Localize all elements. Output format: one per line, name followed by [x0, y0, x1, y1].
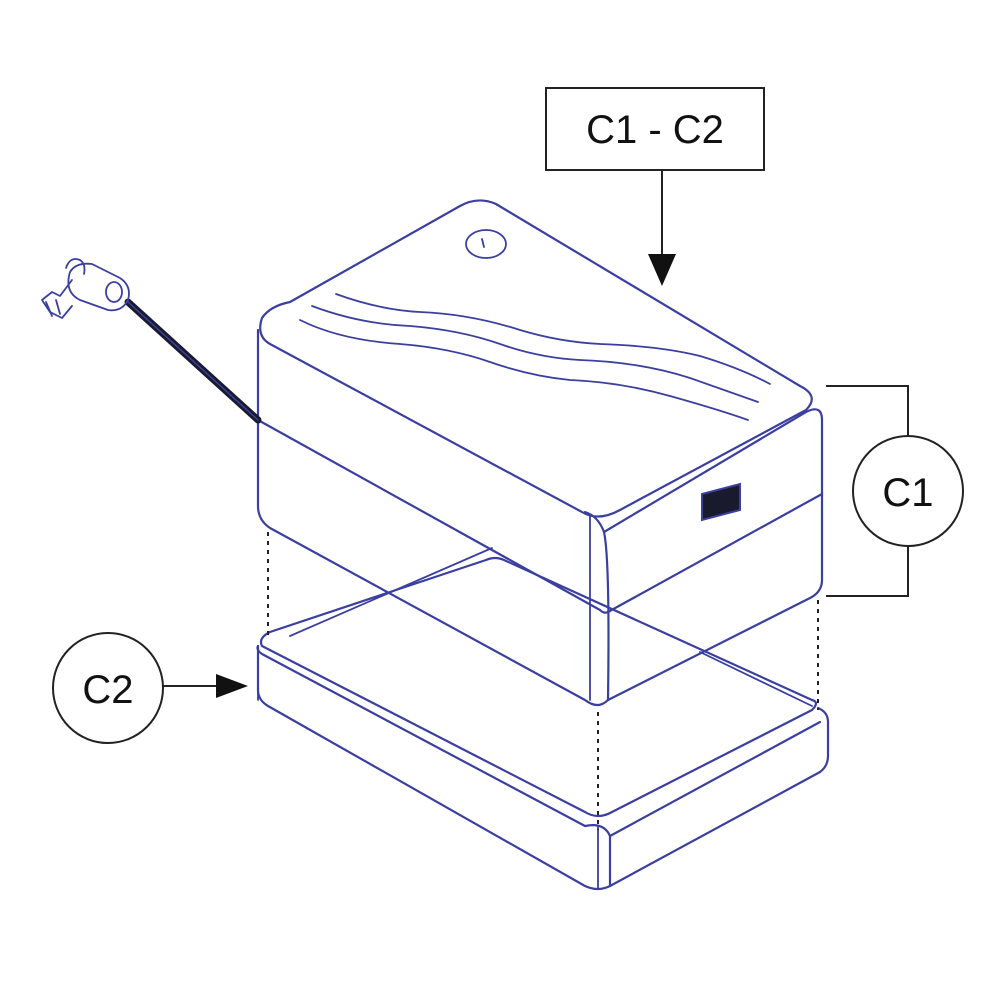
arrow-right-icon [216, 674, 248, 698]
base-tray [256, 547, 830, 891]
arrow-down-icon [648, 254, 676, 286]
callout-assembly: C1 - C2 [545, 87, 765, 286]
port-icon [701, 482, 741, 522]
callout-base: C2 [52, 632, 248, 744]
callout-assembly-box [545, 87, 765, 171]
callout-assembly-label: C1 - C2 [586, 108, 724, 152]
cover-housing [256, 199, 824, 707]
callout-cover-circle [852, 435, 964, 547]
indicator-light-icon [465, 229, 507, 259]
explode-lines [267, 532, 819, 830]
callout-cover-label: C1 [882, 471, 933, 515]
callout-cover: C1 [826, 385, 964, 597]
output-cable [124, 298, 262, 424]
charger-plug-icon [41, 258, 130, 319]
callout-base-circle [52, 632, 164, 744]
callout-base-label: C2 [82, 668, 133, 712]
